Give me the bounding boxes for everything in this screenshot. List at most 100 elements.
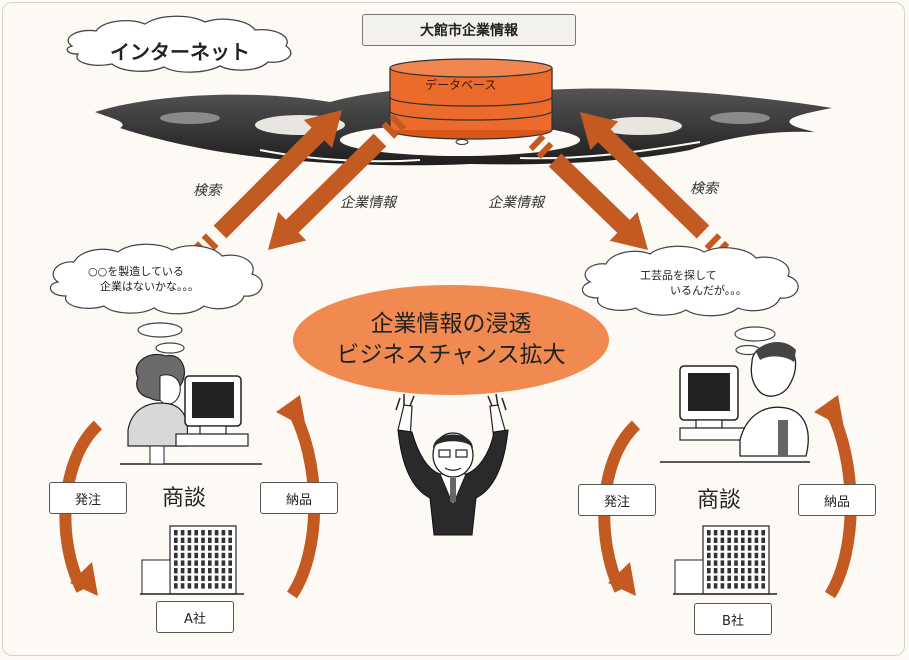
building-window [754, 560, 759, 566]
cheering-man-illustration [395, 393, 509, 536]
building-window [194, 530, 198, 536]
building-window [707, 545, 711, 551]
right-search-arrow-tail-stripe [704, 233, 722, 251]
building-window [180, 530, 185, 536]
building-window [713, 583, 718, 589]
building-window [707, 530, 711, 536]
building-window [187, 568, 192, 574]
right-company-name-box: B社 [694, 603, 772, 635]
building-window [214, 552, 219, 559]
building-window [761, 545, 765, 551]
building-window [208, 552, 212, 559]
right-negotiation-label: 商談 [697, 488, 742, 513]
building-window [187, 530, 192, 536]
database-title-box: 大館市企業情報 [362, 14, 576, 46]
building-window [747, 545, 752, 551]
building-window [221, 560, 226, 566]
building-window [180, 560, 185, 566]
building-window [761, 568, 765, 574]
building-window [727, 575, 731, 581]
left-thought-line-1: ○○を製造している [88, 265, 184, 278]
building-window [741, 560, 745, 566]
building-window [228, 568, 232, 574]
left-search-arrow-tail-stripe [201, 233, 219, 251]
right-person-illustration [660, 341, 810, 463]
building-window [741, 583, 745, 589]
building-window [754, 583, 759, 589]
building-window [228, 552, 232, 559]
building-window [194, 583, 198, 589]
right-delivery-box: 納品 [798, 484, 876, 516]
building-window [174, 568, 178, 574]
building-window [727, 560, 731, 566]
right-thought-line-2: いるんだが。。。 [670, 284, 747, 297]
building-window [180, 583, 185, 589]
building-window [707, 568, 711, 574]
left-search-arrow [213, 110, 342, 239]
building-window [713, 575, 718, 581]
left-info-arrow-tail-stripe [381, 121, 399, 139]
building-window [174, 530, 178, 536]
left-order-box: 発注 [49, 482, 127, 514]
building-window [761, 552, 765, 559]
building-window [174, 545, 178, 551]
building-window [208, 545, 212, 551]
building-window [747, 552, 752, 559]
building-window [228, 575, 232, 581]
building-window [187, 545, 192, 551]
right-info-arrow [548, 153, 648, 250]
left-delivery-box: 納品 [260, 482, 338, 514]
building-window [741, 537, 745, 543]
building-window [727, 530, 731, 536]
building-window [761, 583, 765, 589]
building-window [734, 568, 738, 574]
left-info-arrow-tail-stripe [389, 113, 407, 132]
building-window [754, 575, 759, 581]
building-window [720, 530, 725, 536]
building-window [727, 537, 731, 543]
database-title: 大館市企業情報 [420, 23, 518, 39]
building-window [228, 545, 232, 551]
building-window [221, 583, 226, 589]
building-window [720, 560, 725, 566]
building-window [754, 530, 759, 536]
building-window [761, 537, 765, 543]
building-window [761, 530, 765, 536]
building-window [180, 545, 185, 551]
left-company-name-box: A社 [156, 601, 234, 633]
building-window [228, 560, 232, 566]
building-window [174, 552, 178, 559]
building-window [194, 560, 198, 566]
building-window [221, 545, 226, 551]
building-window [734, 545, 738, 551]
right-search-arrow [580, 112, 710, 239]
building-window [187, 583, 192, 589]
building-window [707, 560, 711, 566]
building-window [761, 560, 765, 566]
building-window [754, 545, 759, 551]
center-message-line-2: ビジネスチャンス拡大 [336, 342, 566, 368]
building-window [747, 575, 752, 581]
left-info-label: 企業情報 [340, 195, 396, 211]
building-window [194, 552, 198, 559]
building-window [221, 568, 226, 574]
building-window [707, 583, 711, 589]
left-thought-cloud [49, 243, 263, 366]
building-window [734, 530, 738, 536]
building-window [208, 530, 212, 536]
database-label: データベース [425, 78, 497, 92]
left-thought-text: ○○を製造している 企業はないかな。。。 [88, 264, 199, 294]
building-window [201, 552, 205, 559]
left-info-arrow [268, 133, 387, 250]
internet-label: インターネット [110, 40, 250, 64]
building-window [747, 560, 752, 566]
building-window [713, 545, 718, 551]
building-window [747, 537, 752, 543]
building-window [201, 575, 205, 581]
right-thought-text: 工芸品を探して いるんだが。。。 [640, 268, 747, 298]
building-window [727, 568, 731, 574]
building-window [720, 545, 725, 551]
building-window [208, 537, 212, 543]
